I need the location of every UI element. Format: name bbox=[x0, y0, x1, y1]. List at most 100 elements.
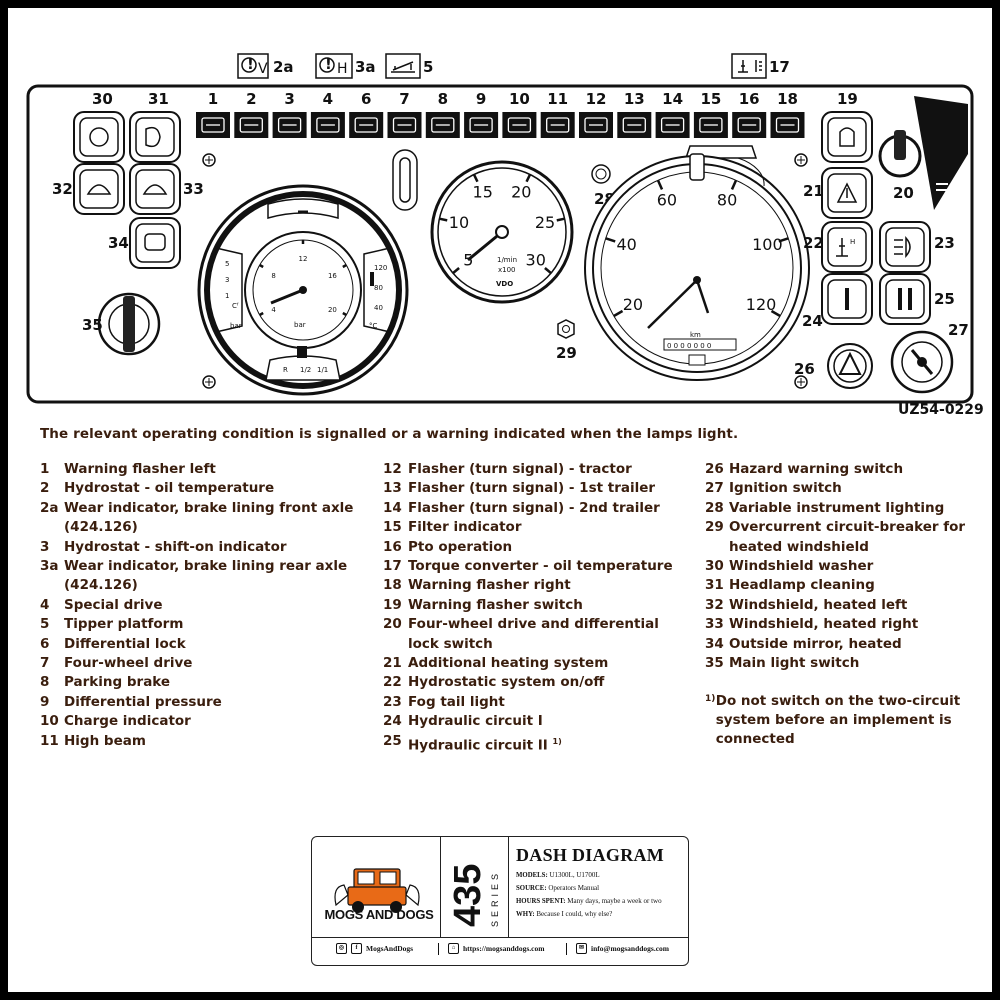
switch-20[interactable] bbox=[878, 96, 968, 210]
svg-text:17: 17 bbox=[769, 58, 790, 76]
four-wheel-icon bbox=[936, 183, 948, 191]
temperature-icon bbox=[370, 272, 374, 286]
flasher-left-icon bbox=[201, 117, 225, 133]
dial-tick bbox=[439, 217, 448, 222]
dial-label: 15 bbox=[473, 182, 493, 201]
svg-text:24: 24 bbox=[802, 312, 823, 330]
dial-label: 20 bbox=[623, 295, 643, 314]
svg-text:x100: x100 bbox=[498, 266, 516, 274]
dial-tick bbox=[544, 267, 552, 275]
dial-label: 20 bbox=[511, 182, 531, 201]
warning-lamp bbox=[387, 112, 422, 138]
switch-23[interactable] bbox=[879, 221, 931, 273]
email-link[interactable]: ✉ info@mogsanddogs.com bbox=[576, 943, 669, 954]
svg-text:!: ! bbox=[325, 55, 332, 73]
oil-pressure-label: 5 bbox=[225, 260, 229, 268]
dial-tick bbox=[342, 263, 347, 269]
svg-text:21: 21 bbox=[803, 182, 824, 200]
series-mark: 435 SERIES bbox=[447, 864, 500, 927]
variable-lighting-knob[interactable] bbox=[591, 164, 611, 184]
switch-25[interactable] bbox=[879, 273, 931, 325]
dial-label: 16 bbox=[328, 272, 337, 280]
dial-tick bbox=[525, 173, 532, 183]
dial-label: 80 bbox=[717, 190, 737, 209]
converter-temperature-icon bbox=[738, 60, 762, 73]
hydrostat-temp-icon bbox=[239, 117, 263, 133]
svg-text:5: 5 bbox=[423, 58, 433, 76]
warning-lamp bbox=[196, 112, 230, 138]
website-link[interactable]: ⌂ https://mogsanddogs.com bbox=[448, 943, 544, 954]
temperature-label: 40 bbox=[374, 304, 383, 312]
oil-pressure-label: 3 bbox=[225, 276, 229, 284]
svg-text:435: 435 bbox=[447, 864, 489, 927]
warning-lamp bbox=[272, 112, 307, 138]
brake-wear-front-icon bbox=[241, 57, 257, 73]
circuit-breaker-29[interactable] bbox=[557, 319, 575, 339]
lamp-number: 12 bbox=[586, 90, 607, 108]
dial-tick bbox=[778, 237, 789, 243]
charge-icon bbox=[507, 117, 532, 133]
ignition-switch[interactable] bbox=[890, 330, 954, 394]
main-light-switch[interactable] bbox=[97, 292, 161, 356]
svg-text:27: 27 bbox=[948, 321, 969, 339]
svg-text:°C: °C bbox=[369, 322, 378, 330]
switch-31[interactable] bbox=[129, 111, 181, 163]
fuel-label: 1/1 bbox=[317, 366, 328, 374]
heated-windshield-left-icon bbox=[86, 184, 112, 195]
fuel-ct-icon: Cᶠ bbox=[232, 302, 239, 310]
fuel-pump-icon bbox=[297, 346, 307, 358]
warning-lamp bbox=[502, 112, 537, 138]
switch-22[interactable]: H bbox=[821, 221, 873, 273]
fuel-label: R bbox=[283, 366, 288, 374]
switch-24[interactable] bbox=[821, 273, 873, 325]
footnote: 1) Do not switch on the two-circuit syst… bbox=[705, 693, 961, 747]
instrument-dimmer[interactable] bbox=[392, 149, 418, 211]
switch-34[interactable] bbox=[129, 217, 181, 269]
warning-lamp bbox=[693, 112, 728, 138]
svg-text:0000000: 0000000 bbox=[667, 342, 714, 350]
tachometer: 51015202530 1/min x100 VDO bbox=[430, 160, 574, 304]
turn-tractor-icon bbox=[584, 117, 608, 133]
social-link[interactable]: ◎f MogsAndDogs bbox=[336, 943, 413, 954]
filter-icon bbox=[699, 117, 723, 133]
switch-30[interactable] bbox=[73, 111, 125, 163]
dial-tick bbox=[613, 309, 624, 318]
switch-32[interactable] bbox=[73, 163, 125, 215]
switch-19[interactable] bbox=[821, 111, 873, 163]
switch-21[interactable] bbox=[821, 167, 873, 219]
switch-33[interactable] bbox=[129, 163, 181, 215]
temperature-label: 120 bbox=[374, 264, 387, 272]
circuit-two-icon bbox=[898, 288, 912, 310]
fog-light-icon bbox=[894, 236, 911, 258]
dial-tick bbox=[452, 267, 460, 275]
circuit-one-icon bbox=[845, 288, 849, 310]
svg-text:UZ54-0229: UZ54-0229 bbox=[898, 402, 984, 418]
brake-wear-rear-icon bbox=[319, 57, 335, 73]
lamp-number: 13 bbox=[624, 90, 645, 108]
hazard-switch[interactable] bbox=[827, 343, 873, 389]
panel-screws bbox=[202, 153, 808, 389]
lamp-number: 2 bbox=[246, 90, 256, 108]
dial-label: 12 bbox=[299, 255, 308, 263]
warning-lamp bbox=[234, 112, 269, 138]
